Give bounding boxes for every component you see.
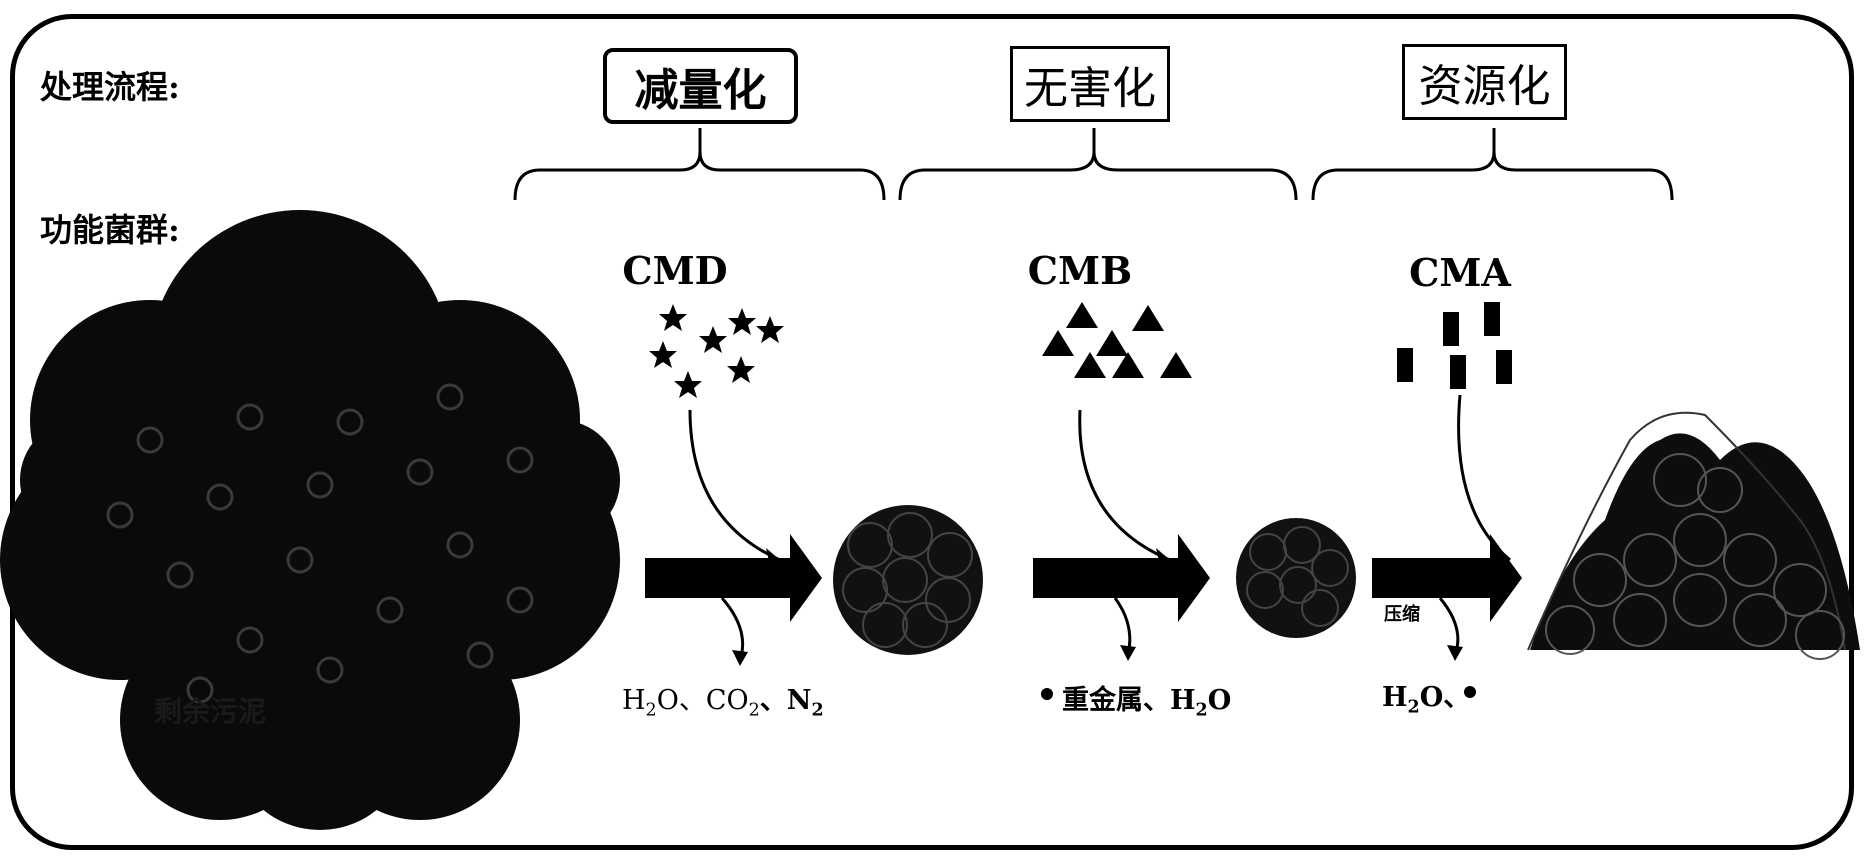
triangle-icon [1074,352,1106,378]
arrowheads [732,547,1510,666]
star-icon [674,371,702,398]
process-arrow-3 [1372,534,1522,622]
brace-harmless [898,128,1298,201]
star-icon [699,326,727,353]
functional-groups-label: 功能菌群: [40,211,180,249]
compress-label: 压缩 [1384,604,1420,625]
rectangle-icon [1397,348,1413,382]
microbe-group-cmd: CMD [622,248,728,293]
process-arrows [645,534,1522,622]
bullet-icon [1041,688,1053,700]
triangle-icon [1096,330,1128,356]
diagram-frame [10,14,1854,850]
flow-arrow-cma [1457,394,1511,562]
star-icon [756,316,784,343]
triangle-icon [1066,302,1098,328]
output-reduction: H2O、CO2、N2 [622,685,824,721]
stage-braces [513,128,1674,201]
bullet-icons [1041,686,1476,700]
stage-resource-box: 资源化 [1402,44,1567,120]
cma-rectangle-icons [1397,302,1512,389]
output-harmless: 重金属、H2O [1062,685,1232,721]
microbe-group-cmb: CMB [1027,248,1133,293]
star-icon [727,356,755,383]
process-arrow-2 [1033,534,1210,622]
sludge-clump-2 [1236,518,1356,638]
rectangle-icon [1496,350,1512,384]
flow-arrow-cmb [1078,409,1171,562]
rectangle-icon [1484,302,1500,336]
triangle-icon [1160,352,1192,378]
star-icon [659,304,687,331]
brace-reduction [513,128,886,201]
stage-reduction-box: 减量化 [603,48,798,124]
bullet-icon [1464,686,1476,698]
brace-resource [1311,128,1674,201]
flow-arrow-cmd [688,409,781,562]
stage-harmless-box: 无害化 [1010,46,1170,122]
cmd-star-icons [649,304,784,398]
cmb-triangle-icons [1042,302,1192,378]
triangle-icon [1042,330,1074,356]
out-arrow-1 [720,597,745,661]
process-flow-label: 处理流程: [40,68,180,106]
triangle-icon [1112,352,1144,378]
output-resource: H2O、 [1382,682,1471,718]
microbe-group-cma: CMA [1409,250,1511,295]
process-arrow-1 [645,534,822,622]
sludge-cloud [0,210,620,830]
star-icon [728,308,756,335]
sludge-clump-1 [833,505,983,655]
rectangle-icon [1450,355,1466,389]
sludge-label: 剩余污泥 [154,695,267,728]
resource-pile [1527,411,1860,660]
triangle-icon [1132,305,1164,331]
rectangle-icon [1443,312,1459,346]
star-icon [649,341,677,368]
sludge-particles [106,383,534,704]
